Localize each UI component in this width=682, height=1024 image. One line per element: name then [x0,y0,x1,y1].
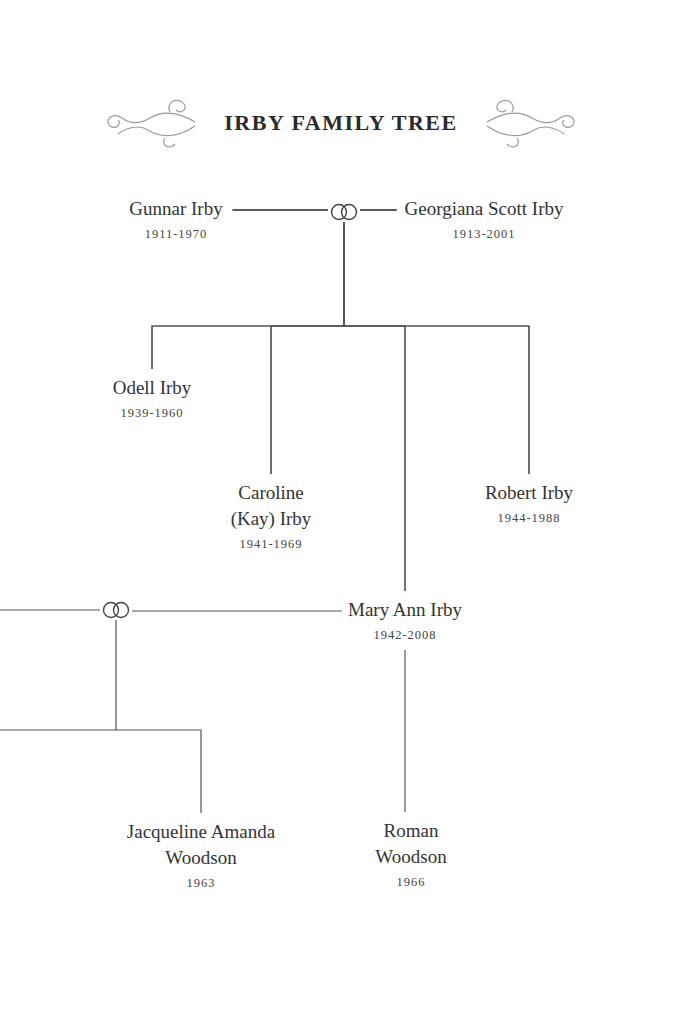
person-node: Roman Woodson 1966 [361,818,461,891]
person-name: Gunnar Irby [129,196,222,222]
person-dates: 1963 [110,874,292,892]
person-node: Caroline (Kay) Irby 1941-1969 [216,480,326,553]
person-name: Odell Irby [113,375,192,401]
person-dates: 1911-1970 [129,225,222,243]
person-dates: 1966 [365,873,457,891]
person-name: Caroline (Kay) Irby [220,480,322,532]
person-name: Georgiana Scott Irby [405,196,564,222]
person-node: Jacqueline Amanda Woodson 1963 [106,819,296,892]
descent-line [344,210,405,591]
person-name: Mary Ann Irby [348,597,462,623]
offpage-lines [0,610,116,730]
descent-line [404,650,405,812]
person-dates: 1913-2001 [405,225,564,243]
descent-line [233,210,405,591]
descent-line [233,210,529,474]
person-dates: 1942-2008 [348,626,462,644]
person-node: Robert Irby 1944-1988 [481,480,577,527]
person-dates: 1939-1960 [113,404,192,422]
person-node: Gunnar Irby 1911-1970 [125,196,226,243]
person-node: Georgiana Scott Irby 1913-2001 [401,196,568,243]
person-name: Roman Woodson [365,818,457,870]
person-dates: 1941-1969 [220,535,322,553]
person-dates: 1944-1988 [485,509,573,527]
person-node: Odell Irby 1939-1960 [109,375,196,422]
descent-line [233,210,344,474]
person-name: Robert Irby [485,480,573,506]
descent-line [116,611,342,813]
marriage-rings [100,202,360,620]
person-name: Jacqueline Amanda Woodson [110,819,292,871]
descent-line [344,210,529,474]
title: IRBY FAMILY TREE [0,110,682,136]
person-node: Mary Ann Irby 1942-2008 [344,597,466,644]
descent-line [271,210,397,474]
